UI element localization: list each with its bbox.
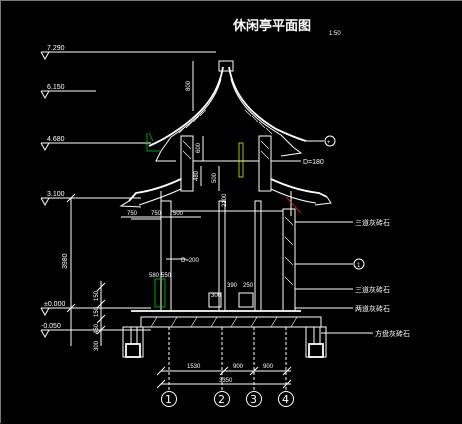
dimension-label: 150 <box>94 306 100 317</box>
callout-label: 三道灰砖石 <box>355 218 390 227</box>
dimension-label: 2100 <box>222 193 228 207</box>
drawing-scale: 1:50 <box>329 31 341 37</box>
elevation-label: 3.100 <box>47 191 65 198</box>
top-dimension-chain: 800 600 480 500 2100 <box>186 61 228 207</box>
dimension-label: 600 <box>196 142 202 153</box>
diameter-label: D=180 <box>303 159 324 166</box>
axis-label-2: 2 <box>218 393 225 406</box>
circle-marker: 1 <box>295 258 365 270</box>
dimension-label: 750 <box>151 211 162 217</box>
dimension-label: 250 <box>243 283 254 289</box>
dimension-label: 150 <box>94 290 100 301</box>
callout-leaders <box>295 221 373 334</box>
dimension-label: 500 <box>212 172 218 183</box>
dimension-label: 500 <box>173 211 184 217</box>
dimension-label: 550 <box>161 273 172 279</box>
svg-text:+: + <box>327 140 331 146</box>
dimension-label: 580 <box>149 273 160 279</box>
dimension-label: 750 <box>127 211 138 217</box>
dimension-label: 900 <box>263 364 274 370</box>
dimension-label: 300 <box>211 293 222 299</box>
elevation-label: 7.290 <box>47 45 65 52</box>
dimension-label: 300 <box>94 340 100 351</box>
bottom-dimensions: 1530 900 900 3350 <box>156 364 292 389</box>
axis-label-1: 1 <box>165 393 172 406</box>
upper-roof <box>146 60 307 162</box>
upper-structure <box>180 135 272 192</box>
axis-label-3: 3 <box>250 393 257 406</box>
circle-marker: + <box>306 135 336 147</box>
foundation <box>122 310 327 358</box>
left-dimension-chain: 3980 150 150 450 300 <box>62 193 106 351</box>
dimension-label: 480 <box>194 170 200 181</box>
axis-label-4: 4 <box>282 393 289 406</box>
dimension-label: 900 <box>233 364 244 370</box>
callout-label: 三道灰砖石 <box>355 285 390 294</box>
elevation-label: -0.050 <box>41 323 61 330</box>
axis-grid <box>161 327 294 407</box>
elevation-label: ±0.000 <box>44 301 65 308</box>
elevation-label: 6.150 <box>47 84 65 91</box>
dimension-label: 3350 <box>219 378 233 384</box>
svg-text:1: 1 <box>357 263 361 269</box>
diameter-label: D=200 <box>181 258 200 264</box>
elevation-label: 4.680 <box>47 136 65 143</box>
dimension-label: 390 <box>227 283 238 289</box>
dimension-label: 800 <box>186 80 192 91</box>
inner-dimensions: 750 750 500 580 550 390 250 300 <box>121 211 254 299</box>
callout-label: 方盘灰砖石 <box>375 329 410 338</box>
drawing-title: 休闲亭平面图 <box>232 18 311 34</box>
dimension-label: 450 <box>94 323 100 334</box>
lower-roof <box>119 178 332 216</box>
elevation-markers: 7.290 6.150 4.680 3.100 ±0.000 -0.050 <box>40 45 216 339</box>
dimension-label: 3980 <box>62 253 69 269</box>
dimension-label: 1530 <box>187 364 201 370</box>
callout-label: 两道灰砖石 <box>355 304 390 313</box>
